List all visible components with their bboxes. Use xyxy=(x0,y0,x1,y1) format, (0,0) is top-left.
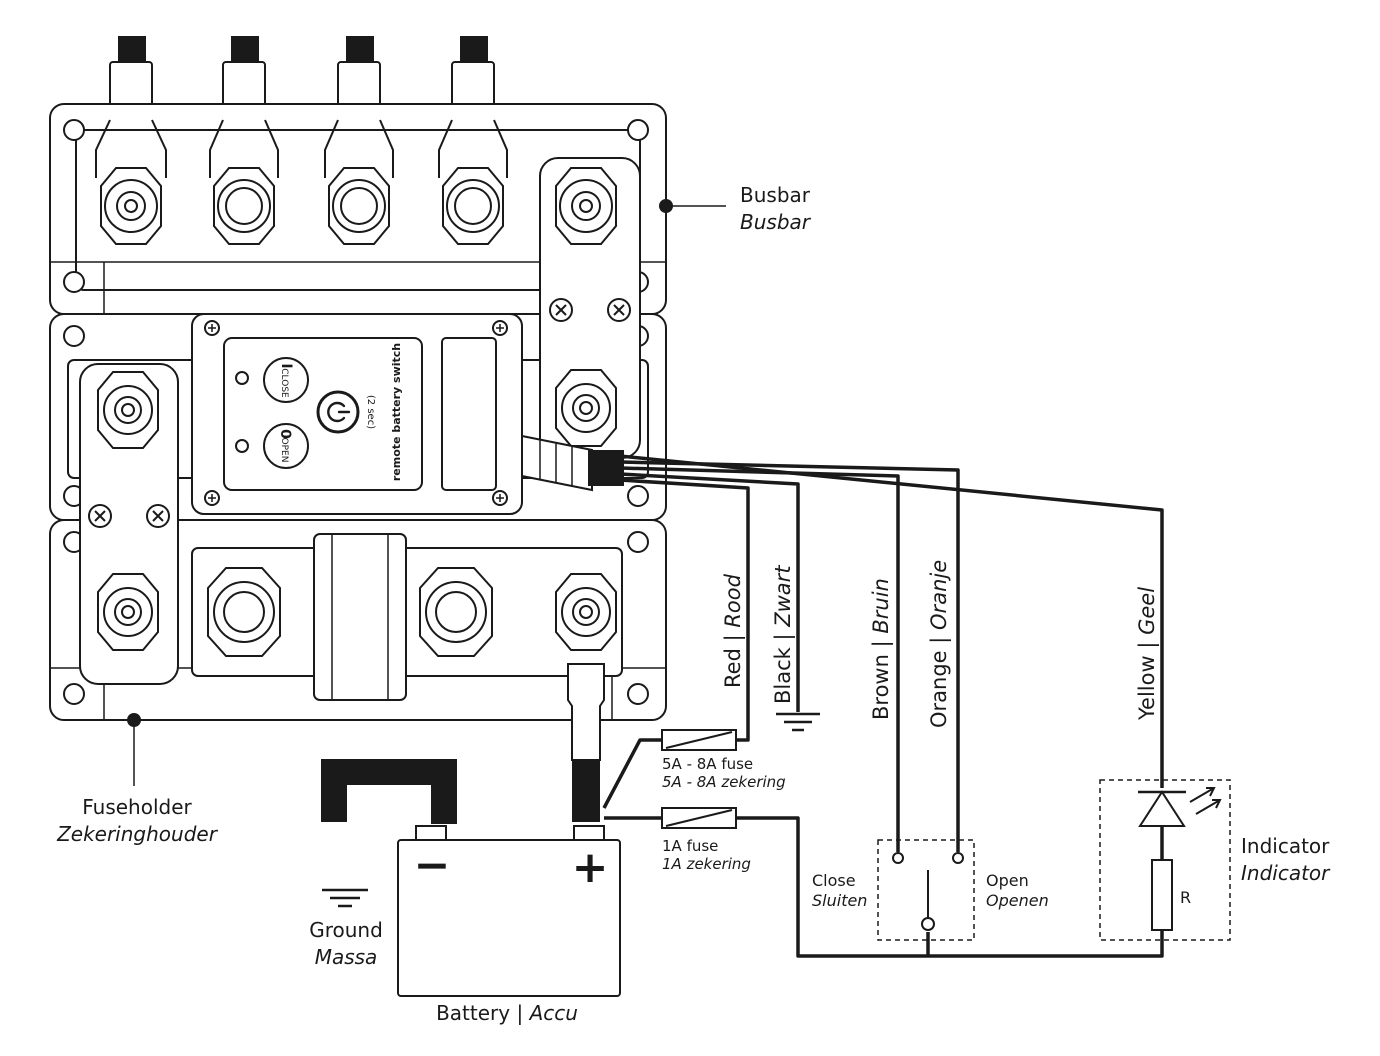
power-button[interactable] xyxy=(316,390,360,434)
leaders xyxy=(127,199,726,786)
indicator xyxy=(1099,779,1231,941)
battery-plus-icon: + xyxy=(572,842,609,893)
labels: Busbar Busbar Fuseholder Zekeringhouder … xyxy=(56,183,1331,1025)
screw-icon xyxy=(492,490,508,506)
wire-label-red: Red | Rood xyxy=(721,573,746,688)
screw-icon xyxy=(88,504,112,528)
ground-icon xyxy=(776,712,820,732)
timer-label: (2 sec) xyxy=(365,395,376,429)
terminal-nuts xyxy=(97,167,617,657)
close-label: Close xyxy=(812,871,856,890)
ground-label-nl: Massa xyxy=(315,945,378,969)
indicator-label-nl: Indicator xyxy=(1241,861,1331,885)
fuse-5a-label: 5A - 8A fuse xyxy=(662,755,753,773)
close-symbol: I xyxy=(278,363,294,368)
switch-title: remote battery switch xyxy=(390,343,403,481)
nut-icon xyxy=(100,167,162,245)
close-button-label: CLOSE xyxy=(279,368,289,398)
battery-ground-icon xyxy=(322,888,368,908)
fuse-1a-label-nl: 1A zekering xyxy=(662,855,751,873)
fuse-1a-label: 1A fuse xyxy=(662,837,718,855)
nut-icon xyxy=(555,369,617,447)
open-button[interactable]: 0 OPEN xyxy=(263,423,309,469)
open-button-label: OPEN xyxy=(279,438,289,463)
ground-label: Ground xyxy=(309,918,383,942)
screw-icon xyxy=(607,298,631,322)
wire-yellow xyxy=(619,454,1164,788)
close-label-nl: Sluiten xyxy=(812,891,867,910)
screw-icon xyxy=(492,320,508,336)
wire-label-yellow: Yellow | Geel xyxy=(1135,587,1160,721)
nut-icon xyxy=(207,567,281,657)
fuse-1a-icon xyxy=(661,807,737,829)
resistor-icon xyxy=(1151,859,1173,931)
wire-red xyxy=(619,478,750,742)
open-symbol: 0 xyxy=(277,429,293,439)
busbar-label-nl: Busbar xyxy=(740,210,812,234)
open-label-nl: Openen xyxy=(986,891,1049,910)
wire-brown xyxy=(619,466,900,852)
indicator-label: Indicator xyxy=(1241,834,1330,858)
nut-icon xyxy=(442,167,504,245)
nut-icon xyxy=(97,573,159,651)
screw-icon xyxy=(204,320,220,336)
screw-icon xyxy=(549,298,573,322)
fuseholder-housing xyxy=(49,519,667,721)
cable-lugs xyxy=(95,119,508,178)
close-button[interactable]: I CLOSE xyxy=(263,357,309,403)
fuse-wiring xyxy=(602,738,1164,958)
battery-label: Battery | Accu xyxy=(436,1001,578,1025)
busbar-label: Busbar xyxy=(740,183,811,207)
nut-icon xyxy=(213,167,275,245)
battery-minus-icon: − xyxy=(414,840,451,891)
wire-orange xyxy=(619,460,960,852)
nut-icon xyxy=(419,567,493,657)
screw-icon xyxy=(146,504,170,528)
power-icon xyxy=(327,401,351,423)
led-close-icon xyxy=(235,371,249,385)
led-icon xyxy=(1138,787,1222,860)
wire-label-brown: Brown | Bruin xyxy=(869,578,894,720)
nut-icon xyxy=(555,167,617,245)
remote-battery-switch: I CLOSE 0 OPEN (2 sec) remote battery sw… xyxy=(191,313,624,515)
resistor-label: R xyxy=(1180,888,1191,907)
nut-icon xyxy=(97,371,159,449)
battery: − + xyxy=(321,759,621,997)
fuse-5a-icon xyxy=(661,729,737,751)
screw-icon xyxy=(204,490,220,506)
wire-label-orange: Orange | Oranje xyxy=(927,560,952,728)
wires xyxy=(619,454,1164,852)
wire-black xyxy=(619,472,800,712)
external-switch xyxy=(877,839,975,941)
fuseholder-label-nl: Zekeringhouder xyxy=(56,822,219,846)
nut-icon xyxy=(328,167,390,245)
open-label: Open xyxy=(986,871,1029,890)
fuse-5a-label-nl: 5A - 8A zekering xyxy=(662,773,786,791)
main-positive-cable xyxy=(567,663,605,822)
led-open-icon xyxy=(235,439,249,453)
wire-label-black: Black | Zwart xyxy=(771,565,796,704)
nut-icon xyxy=(555,573,617,651)
fuseholder-label: Fuseholder xyxy=(82,795,192,819)
